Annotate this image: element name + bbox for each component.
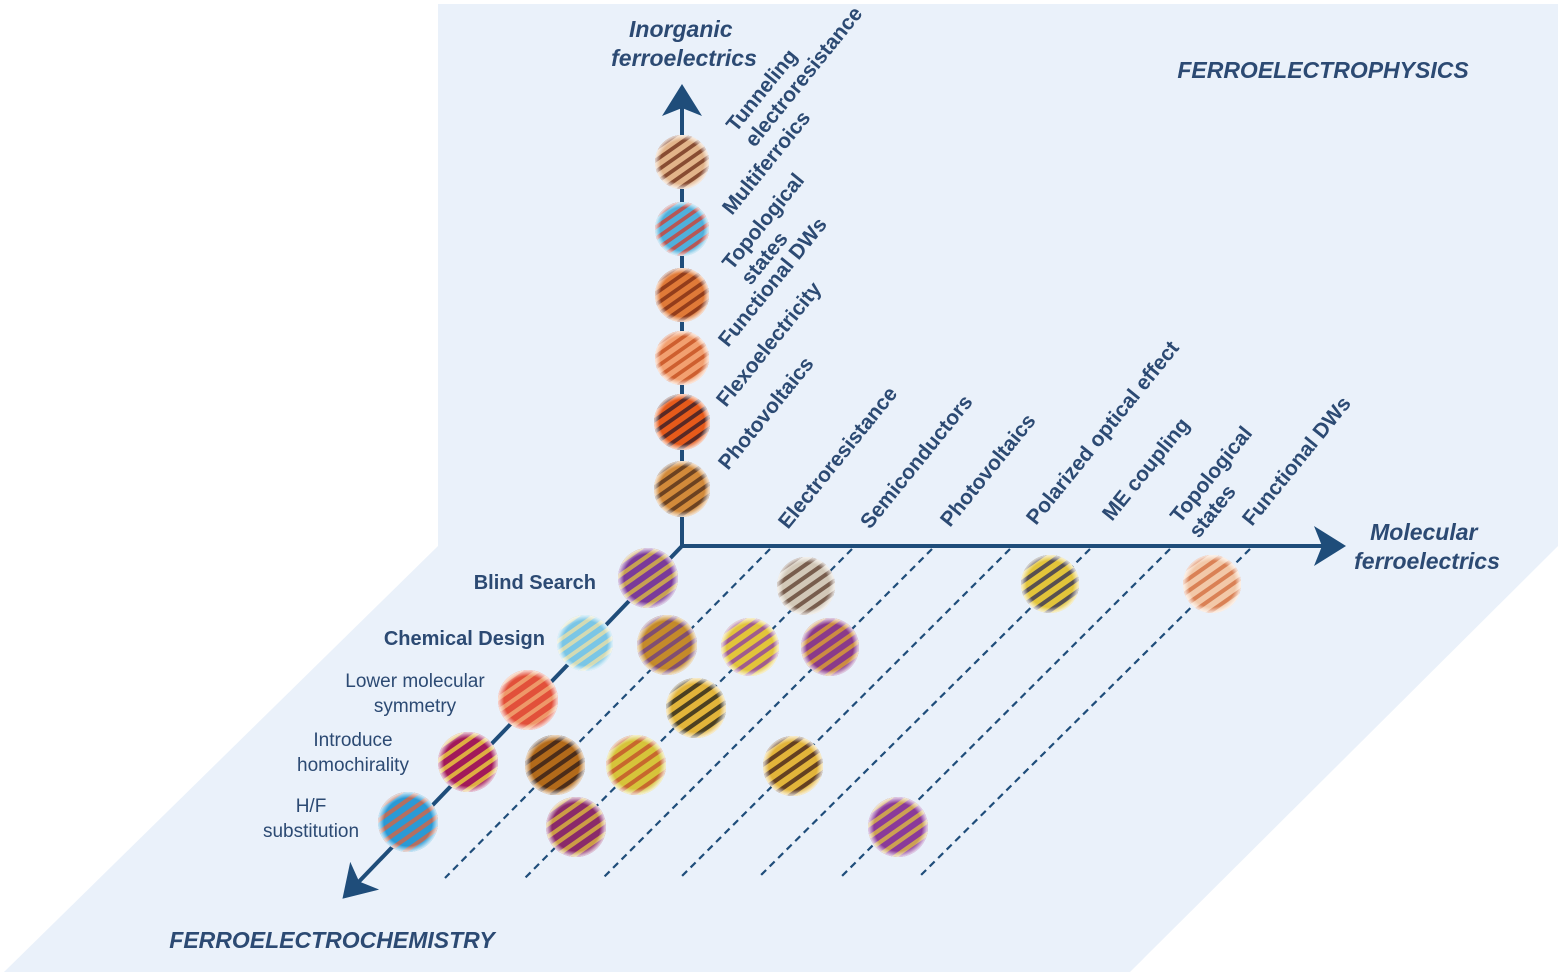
physics-title: FERROELECTROPHYSICS	[1177, 57, 1469, 83]
dashed-guide-0	[444, 548, 771, 879]
micrograph-19	[546, 797, 606, 857]
design-label-0: Blind Search	[474, 572, 596, 594]
inorganic-title: Inorganic ferroelectrics	[611, 16, 757, 71]
physics-panel	[438, 4, 1558, 546]
micrograph-7	[557, 615, 613, 671]
molecular-title: Molecular ferroelectrics	[1354, 519, 1500, 574]
chemistry-title: FERROELECTROCHEMISTRY	[169, 927, 497, 953]
design-label-1: Chemical Design	[384, 628, 545, 650]
micrograph-17	[606, 735, 666, 795]
dashed-guide-2	[602, 548, 933, 879]
micrograph-16	[525, 735, 585, 795]
dashed-guide-3	[679, 548, 1011, 879]
micrograph-10	[378, 792, 438, 852]
